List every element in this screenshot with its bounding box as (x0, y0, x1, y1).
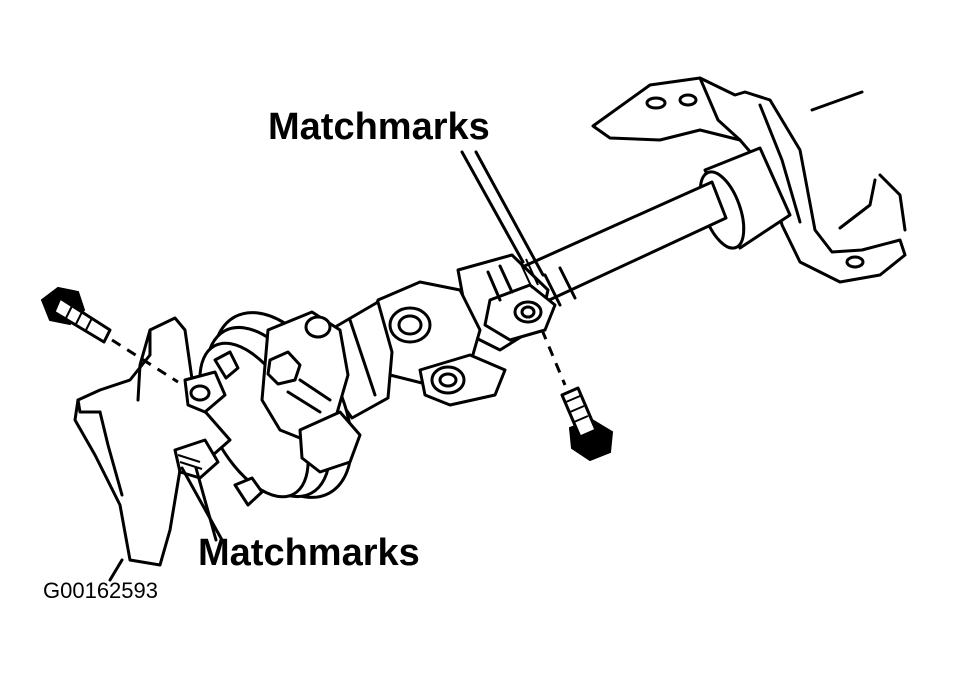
matchmarks-label-top: Matchmarks (268, 106, 490, 148)
right-bolt (540, 329, 614, 462)
leader-lines-top (460, 150, 545, 277)
flexible-coupling (198, 310, 362, 507)
figure-id: G00162593 (43, 578, 158, 603)
column-bracket (591, 76, 907, 284)
steering-shaft (518, 180, 728, 307)
matchmarks-label-bottom: Matchmarks (198, 532, 420, 574)
leader-lines-bottom (108, 466, 224, 582)
upper-universal-joint (363, 253, 557, 407)
gear-bracket (73, 316, 232, 567)
left-bolt (40, 286, 179, 384)
